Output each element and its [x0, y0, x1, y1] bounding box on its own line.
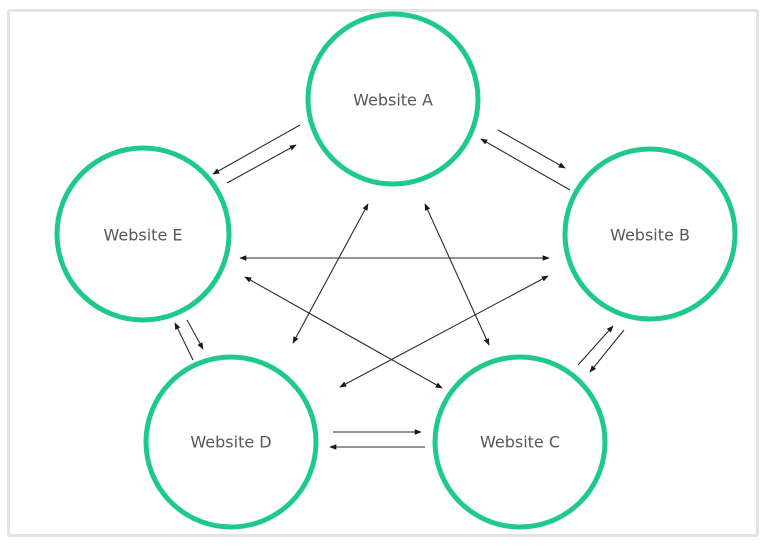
edge-a-to-e — [212, 124, 301, 175]
node-website-e[interactable]: Website E — [54, 145, 232, 323]
edge-a-d-bidirectional — [292, 203, 369, 344]
edge-b-to-a — [480, 138, 571, 191]
edge-c-to-b — [577, 325, 614, 366]
edge-d-b-bidirectional — [339, 275, 549, 388]
node-website-a[interactable]: Website A — [305, 11, 481, 187]
node-circle-d — [143, 354, 319, 530]
node-website-b[interactable]: Website B — [562, 146, 738, 322]
edge-b-to-c — [589, 329, 625, 373]
nodes-group: Website A Website B Website C Website D … — [54, 11, 738, 530]
edge-a-c-bidirectional — [424, 203, 490, 346]
node-website-c[interactable]: Website C — [432, 354, 608, 530]
edges-group — [174, 124, 625, 450]
node-circle-b — [562, 146, 738, 322]
node-label-d: Website D — [190, 433, 271, 452]
node-circle-a — [305, 11, 481, 187]
node-circle-c — [432, 354, 608, 530]
node-label-a: Website A — [353, 91, 433, 110]
edge-a-to-b — [497, 129, 566, 169]
node-label-c: Website C — [480, 433, 560, 452]
node-label-e: Website E — [104, 226, 183, 245]
node-circle-e — [54, 145, 232, 323]
edge-d-to-e — [174, 322, 194, 361]
node-website-d[interactable]: Website D — [143, 354, 319, 530]
edge-e-to-d — [186, 319, 204, 350]
edge-e-to-a — [226, 144, 297, 184]
node-label-b: Website B — [610, 226, 690, 245]
